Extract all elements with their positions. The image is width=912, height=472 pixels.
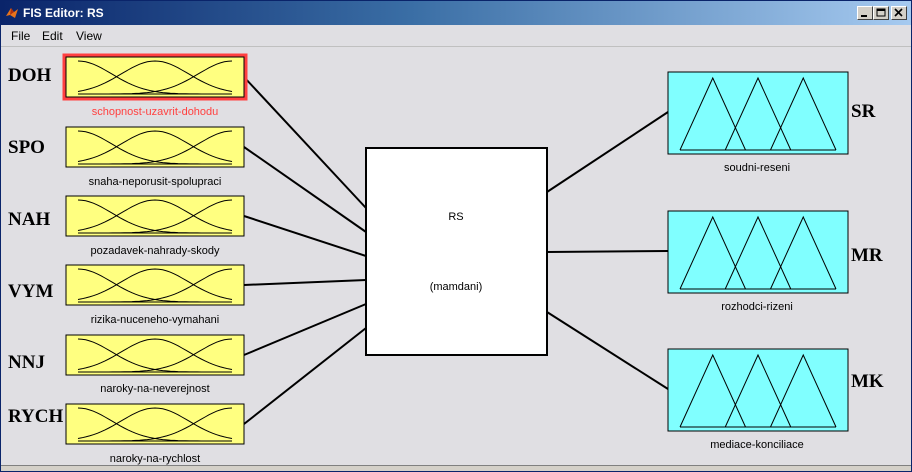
input-abbr-rych: RYCH <box>8 406 64 427</box>
menu-view[interactable]: View <box>76 29 102 43</box>
output-name-mr[interactable]: rozhodci-rizeni <box>721 301 793 313</box>
membership-triangle <box>724 353 792 428</box>
output-abbr-mk: MK <box>851 371 884 392</box>
input-membership-box[interactable] <box>65 126 245 168</box>
membership-curve <box>77 130 233 162</box>
membership-triangle <box>724 76 792 151</box>
membership-curve <box>77 60 233 92</box>
minimize-button[interactable] <box>857 6 873 20</box>
input-abbr-vym: VYM <box>8 281 54 302</box>
matlab-icon <box>6 8 18 18</box>
close-icon <box>894 8 903 17</box>
membership-triangle <box>724 215 792 290</box>
input-name-nnj[interactable]: naroky-na-neverejnost <box>100 383 210 395</box>
membership-triangle <box>770 215 837 290</box>
title-bar[interactable]: FIS Editor: RS <box>1 1 911 25</box>
fis-diagram-canvas: DOH SPO NAH VYM NNJ RYCH schopnost-uzavr… <box>1 47 911 465</box>
output-membership-box[interactable] <box>667 210 849 294</box>
membership-curve <box>77 199 233 231</box>
input-membership-box[interactable] <box>65 403 245 445</box>
input-connection-line <box>243 215 367 257</box>
output-connection-line <box>546 250 669 253</box>
input-connection-line <box>243 327 367 425</box>
membership-triangle <box>770 76 837 151</box>
input-name-rych[interactable]: naroky-na-rychlost <box>109 453 201 465</box>
membership-triangle <box>679 353 746 428</box>
membership-triangle <box>679 215 746 290</box>
output-membership-box[interactable] <box>667 71 849 155</box>
output-name-sr[interactable]: soudni-reseni <box>723 162 791 174</box>
membership-triangle <box>770 353 837 428</box>
input-name-vym[interactable]: rizika-nuceneho-vymahani <box>90 314 220 326</box>
status-strip <box>1 465 911 471</box>
output-connection-line <box>546 111 669 193</box>
system-name: RS <box>448 211 464 223</box>
input-connection-line <box>243 279 367 286</box>
menu-file[interactable]: File <box>11 29 31 43</box>
maximize-icon <box>876 8 886 17</box>
input-connection-line <box>243 146 367 233</box>
input-name-doh[interactable]: schopnost-uzavrit-dohodu <box>91 106 219 118</box>
input-membership-box[interactable] <box>65 195 245 237</box>
input-abbr-spo: SPO <box>8 137 45 158</box>
fis-diagram <box>62 53 849 445</box>
membership-curve <box>77 268 233 300</box>
input-membership-box[interactable] <box>65 334 245 376</box>
input-abbr-nah: NAH <box>8 209 51 230</box>
window-title: FIS Editor: RS <box>23 6 104 20</box>
output-name-mk[interactable]: mediace-konciliace <box>710 439 804 451</box>
output-membership-box[interactable] <box>667 348 849 432</box>
input-abbr-nnj: NNJ <box>8 352 45 373</box>
membership-curve <box>77 407 233 439</box>
maximize-button[interactable] <box>873 6 889 20</box>
input-connection-line <box>243 303 367 356</box>
output-connection-line <box>546 311 669 390</box>
input-membership-box[interactable] <box>65 56 245 98</box>
output-abbr-mr: MR <box>851 245 883 266</box>
menu-edit[interactable]: Edit <box>42 29 63 43</box>
membership-triangle <box>679 76 746 151</box>
system-type: (mamdani) <box>429 281 483 293</box>
selected-input-highlight <box>62 53 248 101</box>
input-name-nah[interactable]: pozadavek-nahrady-skody <box>90 245 220 257</box>
minimize-icon <box>861 15 867 17</box>
menu-bar: File Edit View <box>1 25 911 47</box>
input-abbr-doh: DOH <box>8 65 52 86</box>
close-button[interactable] <box>891 6 907 20</box>
input-connection-line <box>243 76 367 209</box>
fis-system-box[interactable] <box>365 147 548 356</box>
input-membership-box[interactable] <box>65 264 245 306</box>
input-name-spo[interactable]: snaha-neporusit-spolupraci <box>88 176 222 188</box>
membership-curve <box>77 338 233 370</box>
output-abbr-sr: SR <box>851 101 876 122</box>
